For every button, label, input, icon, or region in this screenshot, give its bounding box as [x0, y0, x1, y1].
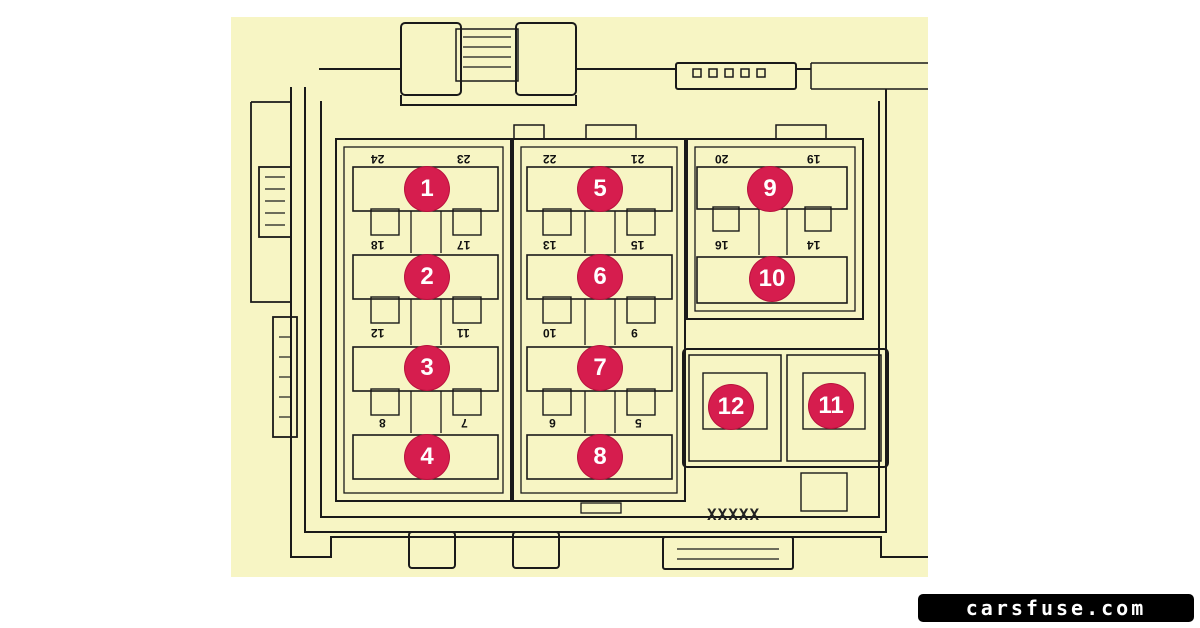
pin-number: 6 — [549, 416, 556, 430]
fuse-2-badge: 2 — [405, 255, 449, 299]
fuse-11-badge: 11 — [809, 384, 853, 428]
pin-number: 9 — [631, 326, 638, 340]
fuse-3-badge: 3 — [405, 346, 449, 390]
fuse-12-badge: 12 — [709, 385, 753, 429]
pin-number: 8 — [379, 416, 386, 430]
part-code: XXXXX — [707, 505, 761, 524]
pin-number: 18 — [371, 238, 385, 252]
fuse-box-diagram: 24 23 22 21 20 19 18 17 16 15 14 13 12 1… — [231, 17, 928, 577]
fuse-7-badge: 7 — [578, 346, 622, 390]
pin-number: 19 — [807, 152, 821, 166]
pin-number: 10 — [543, 326, 557, 340]
brand-watermark: carsfuse.com — [918, 594, 1194, 622]
fuse-4-badge: 4 — [405, 435, 449, 479]
pin-number: 24 — [371, 152, 385, 166]
pin-number: 22 — [543, 152, 557, 166]
fuse-5-badge: 5 — [578, 167, 622, 211]
pin-number: 5 — [635, 416, 642, 430]
pin-number: 23 — [457, 152, 471, 166]
fuse-box-outline — [250, 22, 928, 570]
fuse-10-badge: 10 — [750, 257, 794, 301]
pin-number: 14 — [807, 238, 821, 252]
pin-number: 16 — [715, 238, 729, 252]
pin-number: 12 — [371, 326, 385, 340]
pin-number: 11 — [457, 326, 470, 340]
pin-number: 21 — [631, 152, 645, 166]
fuse-9-badge: 9 — [748, 167, 792, 211]
fuse-6-badge: 6 — [578, 255, 622, 299]
pin-number: 17 — [457, 238, 471, 252]
pin-number: 15 — [631, 238, 645, 252]
pin-number: 7 — [461, 416, 468, 430]
fuse-8-badge: 8 — [578, 435, 622, 479]
pin-number: 20 — [715, 152, 729, 166]
pin-number: 13 — [543, 238, 557, 252]
fuse-1-badge: 1 — [405, 167, 449, 211]
